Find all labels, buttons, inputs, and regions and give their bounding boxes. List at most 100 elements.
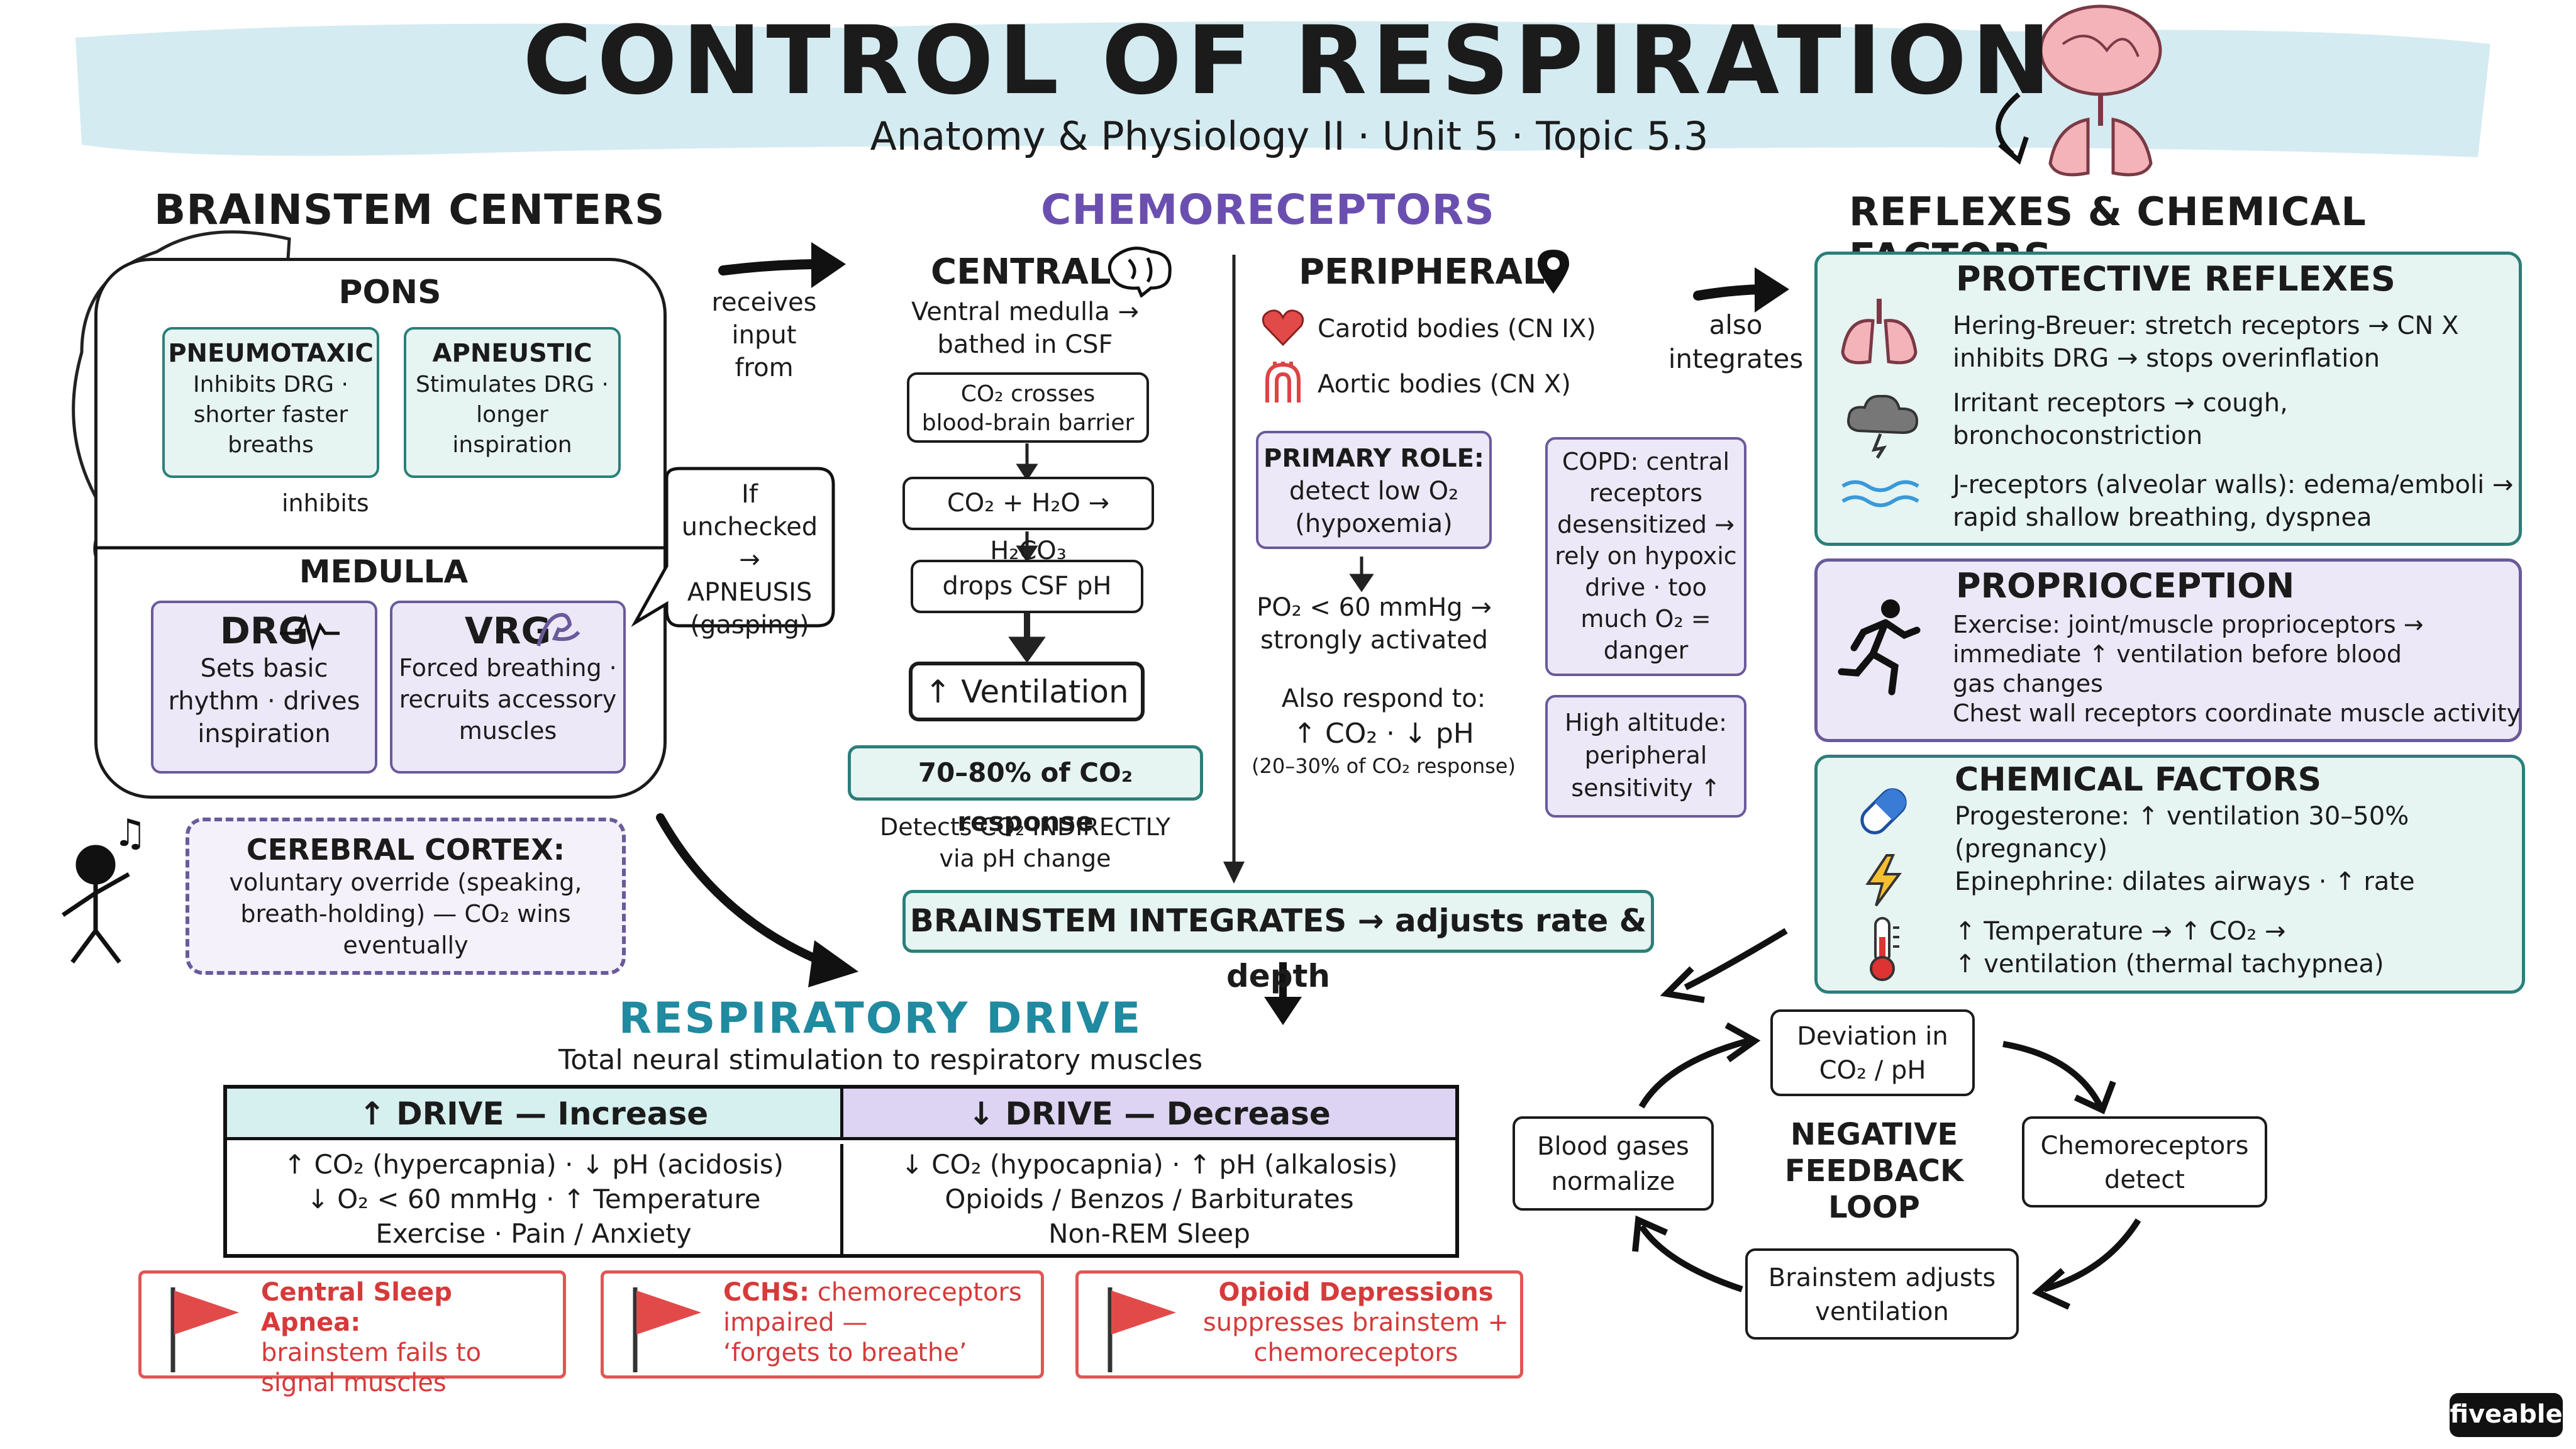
central-location-line: Ventral medulla →: [911, 297, 1139, 326]
loop-line: ventilation: [1815, 1297, 1949, 1326]
loop-center-line: LOOP: [1828, 1190, 1920, 1225]
receives-line: from: [735, 353, 794, 382]
loop-line: Brainstem adjusts: [1768, 1263, 1996, 1292]
step-drops-ph: drops CSF pH: [911, 560, 1143, 613]
drive-increase-line: ↓ O₂ < 60 mmHg · ↑ Temperature: [306, 1184, 761, 1214]
progesterone-line: (pregnancy): [1955, 835, 2108, 863]
loop-line: Blood gases: [1537, 1132, 1689, 1161]
loop-line: detect: [2104, 1165, 2185, 1194]
heart-icon: [1262, 309, 1304, 346]
flag-title: CCHS:: [723, 1278, 809, 1307]
flag-line: chemoreceptors: [809, 1278, 1022, 1307]
cortex-title: CEREBRAL CORTEX:: [246, 833, 565, 867]
loop-line: Chemoreceptors: [2040, 1131, 2249, 1160]
loop-deviation: Deviation in CO₂ / pH: [1770, 1009, 1975, 1096]
proprioception-line: immediate ↑ ventilation before blood: [1953, 640, 2402, 668]
primary-role-title: PRIMARY ROLE:: [1263, 444, 1484, 473]
central-location-line: bathed in CSF: [937, 330, 1113, 359]
flag-line: impaired —: [723, 1308, 868, 1337]
title-banner: [75, 21, 2490, 157]
step-text: CO₂ crosses: [960, 381, 1096, 407]
svg-text:♫: ♫: [113, 811, 147, 855]
primary-role-line: detect low O₂: [1289, 477, 1459, 506]
proprioception-title: PROPRIOCEPTION: [1956, 566, 2295, 606]
page-title: CONTROL OF RESPIRATION: [523, 6, 2056, 116]
brain-icon: [1108, 247, 1172, 297]
receives-line: input: [731, 321, 797, 350]
apneusis-bubble: [631, 467, 835, 628]
stick-figure-icon: [62, 845, 130, 964]
copd-line: rely on hypoxic: [1555, 542, 1737, 570]
step-carbonic-acid: CO₂ + H₂O → H₂CO₃: [902, 477, 1154, 565]
vrg-text: recruits accessory: [399, 686, 617, 713]
pneumotaxic-text: shorter faster: [193, 402, 348, 428]
drive-decrease-line: ↓ CO₂ (hypocapnia) · ↑ pH (alkalosis): [901, 1149, 1398, 1180]
medulla-label: MEDULLA: [299, 553, 469, 590]
apneusis-text: If unchecked → APNEUSIS (gasping): [668, 478, 831, 641]
apneustic-box: APNEUSTIC Stimulates DRG · longer inspir…: [404, 327, 621, 478]
copd-line: drive · too: [1585, 574, 1707, 601]
epinephrine-text: Epinephrine: dilates airways · ↑ rate: [1955, 867, 2415, 896]
brainstem-title: BRAINSTEM CENTERS: [154, 186, 665, 234]
loop-brainstem-adjusts: Brainstem adjusts ventilation: [1745, 1248, 2019, 1340]
progesterone-text: Progesterone: ↑ ventilation 30–50% (preg…: [1955, 800, 2409, 865]
flag-line: brainstem fails to: [261, 1338, 482, 1367]
aortic-bodies: Aortic bodies (CN X): [1318, 370, 1571, 399]
drive-increase-cell: ↑ CO₂ (hypercapnia) · ↓ pH (acidosis) ↓ …: [227, 1144, 843, 1254]
protective-title: PROTECTIVE REFLEXES: [1956, 259, 2396, 299]
respiratory-drive-subtitle: Total neural stimulation to respiratory …: [558, 1044, 1203, 1076]
feedback-loop-arrows: [1632, 1022, 2141, 1310]
drive-increase-header: ↑ DRIVE — Increase: [227, 1089, 843, 1140]
central-detects-line: Detects CO₂ INDIRECTLY: [880, 813, 1170, 841]
proprioception-line: Chest wall receptors coordinate muscle a…: [1953, 699, 2521, 727]
copd-box: COPD: central receptors desensitized → r…: [1545, 437, 1746, 676]
proprioception-line: gas changes: [1953, 670, 2103, 697]
cortex-text: voluntary override (speaking,: [229, 869, 582, 896]
central-detects-line: via pH change: [939, 845, 1111, 872]
po2-line: strongly activated: [1260, 626, 1488, 655]
location-pin-icon: [1538, 250, 1569, 294]
lungs-icon: [1841, 299, 1918, 365]
step-ventilation: ↑ Ventilation: [909, 662, 1145, 721]
vrg-text: Forced breathing ·: [399, 654, 617, 682]
flag-text: Opioid Depressions suppresses brainstem …: [1198, 1277, 1514, 1368]
brain-lungs-icon: [2039, 4, 2162, 177]
lightning-icon: [1865, 854, 1902, 907]
carotid-bodies: Carotid bodies (CN IX): [1318, 314, 1596, 343]
red-flag-icon: [1108, 1287, 1176, 1372]
loop-center-line: FEEDBACK: [1784, 1153, 1964, 1189]
loop-line: CO₂ / pH: [1819, 1056, 1926, 1085]
drg-box: DRG Sets basic rhythm · drives inspirati…: [151, 601, 377, 774]
flag-line: suppresses brainstem +: [1202, 1308, 1509, 1337]
po2-threshold: PO₂ < 60 mmHg → strongly activated: [1255, 591, 1494, 657]
altitude-line: sensitivity ↑: [1571, 774, 1721, 802]
irritant-line: Irritant receptors → cough,: [1953, 389, 2288, 418]
hering-breuer-text: Hering-Breuer: stretch receptors → CN X …: [1953, 309, 2458, 375]
apneusis-line: unchecked →: [681, 513, 818, 574]
j-receptor-line: J-receptors (alveolar walls): edema/embo…: [1953, 470, 2514, 499]
cortex-text: breath-holding) — CO₂ wins: [240, 900, 571, 928]
pneumotaxic-text: Inhibits DRG ·: [193, 372, 348, 397]
red-flag-icon: [170, 1287, 239, 1372]
hering-breuer-line: Hering-Breuer: stretch receptors → CN X: [1953, 311, 2459, 340]
temperature-line: ↑ Temperature → ↑ CO₂ →: [1955, 917, 2286, 946]
vrg-text: muscles: [458, 717, 557, 745]
flag-cchs: CCHS: chemoreceptors impaired — ‘forgets…: [601, 1270, 1044, 1379]
flag-text: CCHS: chemoreceptors impaired — ‘forgets…: [723, 1277, 1035, 1368]
fiveable-logo[interactable]: fiveable: [2450, 1393, 2563, 1437]
drive-increase-line: Exercise · Pain / Anxiety: [375, 1218, 692, 1249]
pons-label: PONS: [338, 274, 441, 311]
chemical-factors-box: [1814, 755, 2525, 994]
flag-line: signal muscles: [261, 1368, 447, 1397]
loop-chemoreceptors-detect: Chemoreceptors detect: [2022, 1116, 2267, 1208]
proprioception-line: Exercise: joint/muscle proprioceptors →: [1953, 611, 2424, 638]
temperature-text: ↑ Temperature → ↑ CO₂ → ↑ ventilation (t…: [1955, 915, 2384, 980]
red-flag-icon: [633, 1287, 701, 1372]
po2-line: PO₂ < 60 mmHg →: [1257, 593, 1492, 622]
apneusis-line: If: [741, 480, 758, 509]
irritant-text: Irritant receptors → cough, bronchoconst…: [1953, 387, 2288, 452]
cortex-text: eventually: [343, 931, 469, 959]
drive-decrease-line: Opioids / Benzos / Barbiturates: [945, 1184, 1354, 1214]
receives-line: receives: [711, 288, 817, 317]
apneustic-text: inspiration: [452, 432, 572, 458]
